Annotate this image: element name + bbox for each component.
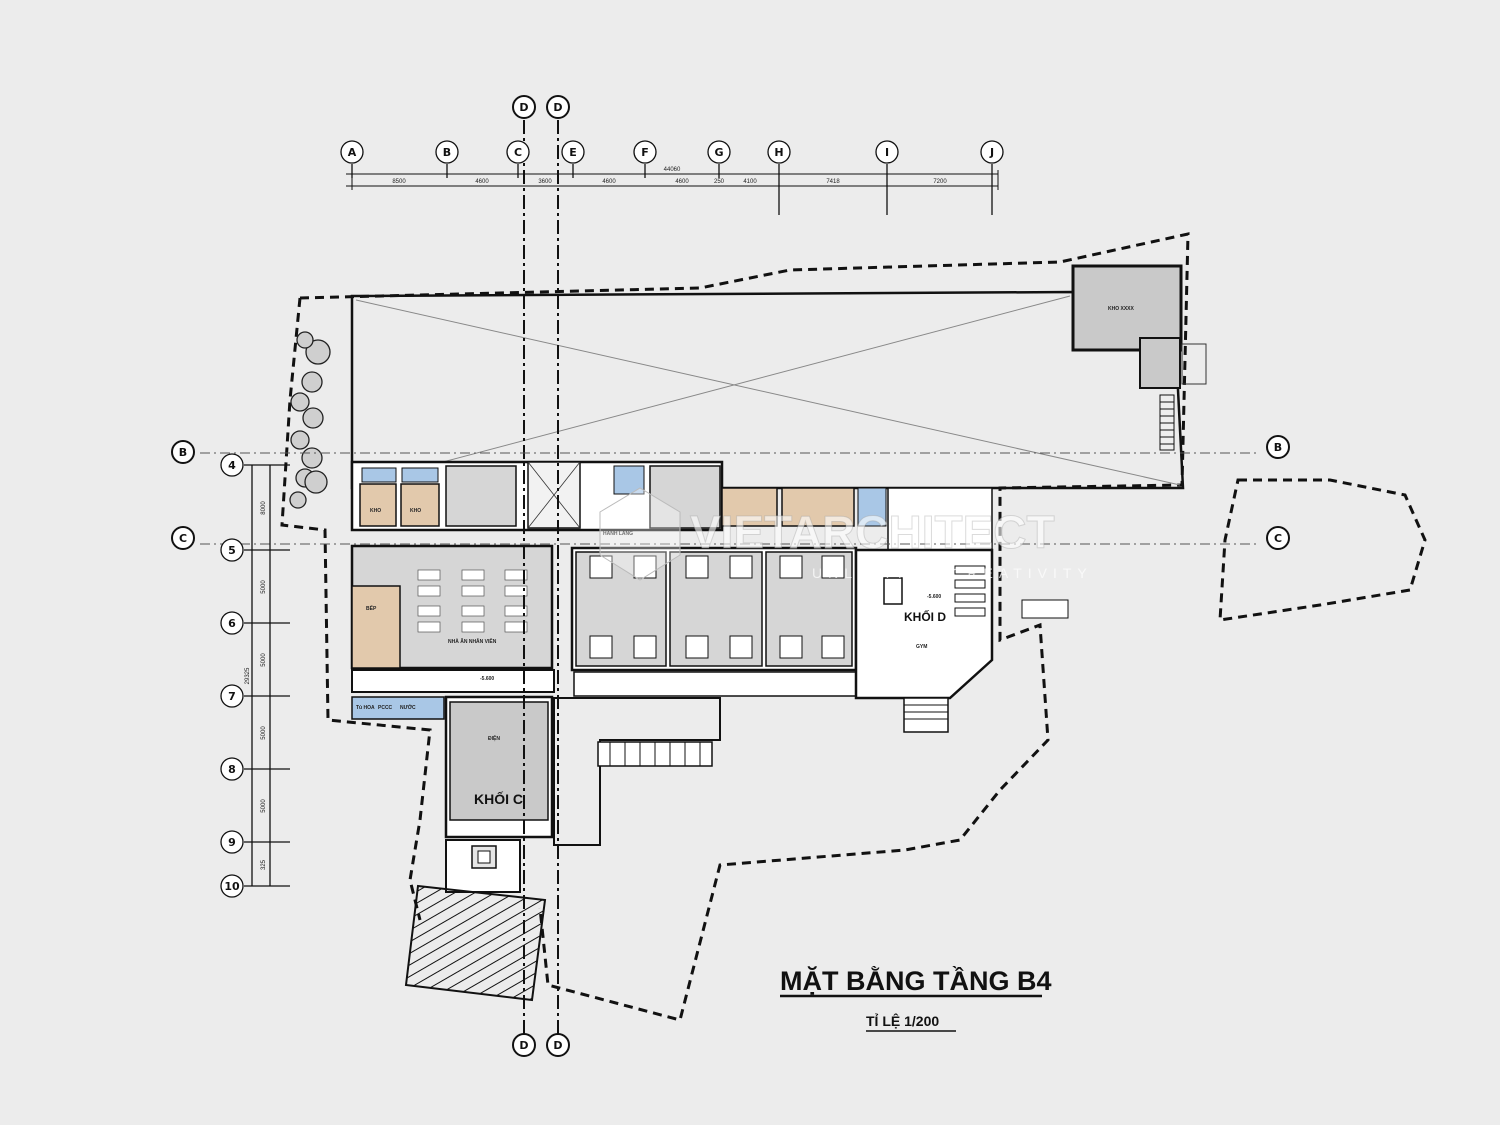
void-cross (355, 295, 1181, 486)
column-label-c: C (514, 146, 522, 159)
section-label-c-left: C (179, 532, 187, 545)
label-dining: NHÀ ĂN NHÂN VIÊN (448, 637, 497, 645)
site-boundary (280, 232, 1427, 1022)
block-c (444, 695, 554, 893)
block-d-label: KHỐI D (904, 609, 946, 624)
row-label-10: 10 (224, 880, 240, 893)
dim-row-overall: 29325 (245, 667, 251, 684)
service-corridor (351, 669, 555, 720)
section-label-b-left: B (179, 446, 187, 459)
column-dimension-line (346, 170, 999, 190)
drawing-scale: TỈ LỆ 1/200 (866, 1012, 939, 1029)
block-d-gym (854, 548, 994, 733)
label-tuhoa: Tủ HOA (356, 705, 375, 711)
row-label-7: 7 (228, 690, 236, 703)
dim-col-2: 4600 (475, 179, 489, 185)
section-label-d-bot-r: D (553, 1039, 562, 1052)
dim-col-7: 4100 (743, 179, 757, 185)
dim-col-4: 4600 (602, 179, 616, 185)
label-kho-store: KHO XXXX (1108, 306, 1135, 312)
dim-row-6: 325 (261, 859, 267, 870)
level-mark-1: -5.600 (480, 676, 494, 682)
watermark-tagline: UNLIMITED CREATIVITY (812, 565, 1093, 581)
label-electrical: ĐIỆN (488, 734, 500, 742)
row-axes (220, 453, 290, 898)
column-label-g: G (714, 146, 723, 159)
column-label-a: A (348, 146, 357, 159)
watermark-logo (599, 487, 681, 581)
upper-void (350, 290, 1185, 490)
label-kitchen: BẾP (366, 605, 377, 612)
dining-hall (350, 544, 554, 670)
label-gym: GYM (916, 644, 927, 650)
guest-rooms (570, 546, 858, 697)
hatched-area (404, 884, 547, 1002)
dim-col-9: 7200 (933, 179, 947, 185)
dim-col-1: 8500 (392, 179, 406, 185)
section-markers (171, 95, 1290, 1057)
column-axes (340, 140, 1004, 215)
storage-room (1071, 264, 1207, 451)
watermark-name: VIETARCHITECT (690, 506, 1055, 558)
column-label-i: I (885, 146, 889, 159)
row-label-5: 5 (228, 544, 236, 557)
dim-row-5: 5000 (261, 799, 267, 813)
north-strip (350, 460, 724, 532)
tree-cluster (289, 331, 331, 509)
label-pccc: PCCC (378, 705, 393, 711)
row-label-6: 6 (228, 617, 236, 630)
label-corridor: HÀNH LANG (603, 530, 633, 537)
section-label-d-top-l: D (519, 101, 528, 114)
row-label-9: 9 (228, 836, 236, 849)
dim-row-2: 5000 (261, 580, 267, 594)
label-nuoc: NƯỚC (400, 703, 416, 711)
south-lobby (553, 599, 1069, 846)
section-label-b-right: B (1274, 441, 1282, 454)
dim-col-6: 250 (714, 179, 725, 185)
label-kho-2: KHO (410, 508, 421, 514)
section-label-c-right: C (1274, 532, 1282, 545)
grid-lines-horizontal (200, 452, 1260, 545)
dim-row-4: 5000 (261, 726, 267, 740)
dim-col-3: 3600 (538, 179, 552, 185)
level-mark-2: -5.600 (927, 594, 941, 600)
column-label-f: F (641, 146, 649, 159)
section-label-d-top-r: D (553, 101, 562, 114)
dim-col-8: 7418 (826, 179, 840, 185)
dim-row-3: 5000 (261, 653, 267, 667)
label-kho-1: KHO (370, 508, 381, 514)
block-c-label: KHỐI C (474, 790, 523, 807)
dim-col-5: 4600 (675, 179, 689, 185)
dim-overall: 44060 (664, 167, 681, 173)
column-label-j: J (989, 146, 994, 159)
column-label-b: B (443, 146, 451, 159)
row-label-8: 8 (228, 763, 236, 776)
column-label-h: H (774, 146, 783, 159)
column-label-e: E (569, 146, 577, 159)
row-label-4: 4 (228, 459, 236, 472)
dim-row-1: 8000 (261, 501, 267, 515)
section-lines (523, 120, 559, 1045)
drawing-title: MẶT BẰNG TẦNG B4 (780, 965, 1052, 996)
section-label-d-bot-l: D (519, 1039, 528, 1052)
